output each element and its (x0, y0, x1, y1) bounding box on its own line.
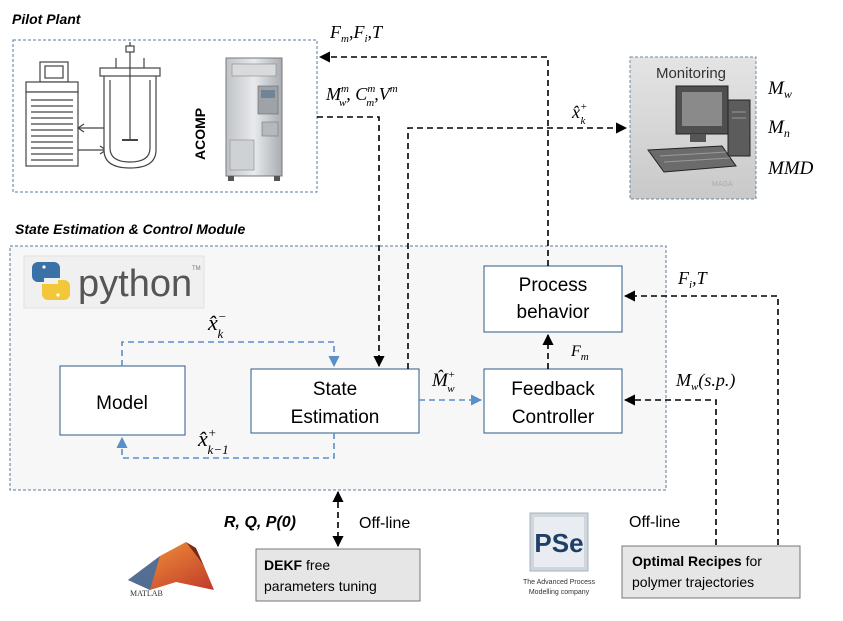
feedback-controller-label-1: Feedback (511, 379, 595, 400)
label-fi-t: Fi,T (677, 268, 709, 291)
output-mw: Mw (767, 78, 792, 101)
optimal-recipes-box (621, 545, 801, 599)
monitoring-watermark: MAGA (712, 181, 733, 188)
optimal-rest: for (742, 553, 763, 569)
acomp-instrument (225, 57, 283, 181)
dekf-line-2: parameters tuning (264, 578, 377, 594)
dekf-rest: free (302, 557, 330, 573)
arrow-estimation-to-model (116, 433, 335, 459)
feedback-controller-label-2: Controller (512, 407, 595, 428)
dekf-bold: DEKF (264, 557, 303, 573)
pse-logo-text: PSe (534, 528, 583, 558)
feedback-controller-block (483, 368, 623, 434)
dekf-box (255, 548, 421, 602)
offline-label-1: Off-line (359, 515, 410, 532)
offline-label-2: Off-line (629, 514, 680, 531)
matlab-text: MATLAB (130, 589, 163, 598)
arrow-model-to-estimation (121, 341, 340, 368)
monitoring-title: Monitoring (656, 65, 726, 82)
state-module-title: State Estimation & Control Module (15, 221, 245, 237)
pse-caption-2: Modelling company (529, 589, 590, 596)
state-estimation-block (250, 368, 420, 434)
acomp-label: ACOMP (192, 108, 208, 160)
output-mmd: MMD (767, 158, 814, 179)
pilot-plant-title: Pilot Plant (12, 11, 82, 27)
label-xhat-minus: x̂−k (207, 309, 227, 341)
model-label: Model (96, 393, 148, 414)
model-block (59, 365, 186, 436)
process-behavior-label-1: Process (519, 275, 588, 296)
optimal-line-1: Optimal Recipes for (632, 553, 762, 569)
black-arrows (317, 51, 779, 548)
pse-caption-1: The Advanced Process (523, 579, 595, 586)
process-behavior-label-2: behavior (517, 302, 591, 323)
state-estimation-label-1: State (313, 379, 357, 400)
optimal-bold: Optimal Recipes (632, 553, 742, 569)
pse-logo (529, 512, 589, 572)
rqp-label: R, Q, P(0) (224, 514, 296, 531)
arrow-recipes-to-process (623, 290, 779, 545)
blue-arrows (116, 341, 483, 459)
arrow-recipes-to-controller (623, 394, 717, 545)
label-xhat-monitor: x̂+k (571, 101, 587, 127)
output-mn: Mn (767, 117, 790, 140)
arrow-process-to-plant (318, 51, 549, 266)
reactor-illustration (25, 42, 161, 169)
python-logo-text: python (78, 263, 192, 305)
arrow-plant-to-estimation (317, 116, 385, 368)
label-plant-inputs: Fm,Fi,T (329, 22, 384, 45)
python-logo (23, 255, 205, 309)
optimal-line-2: polymer trajectories (632, 574, 754, 590)
process-behavior-block (483, 265, 623, 333)
matlab-logo (128, 542, 214, 590)
arrow-estimation-to-monitoring (407, 122, 628, 369)
computer-icon (647, 85, 751, 173)
dekf-line-1: DEKF free (264, 557, 330, 573)
state-estimation-label-2: Estimation (291, 407, 380, 428)
python-tm: TM (192, 266, 201, 272)
label-mw-sp: Mw(s.p.) (675, 370, 735, 393)
